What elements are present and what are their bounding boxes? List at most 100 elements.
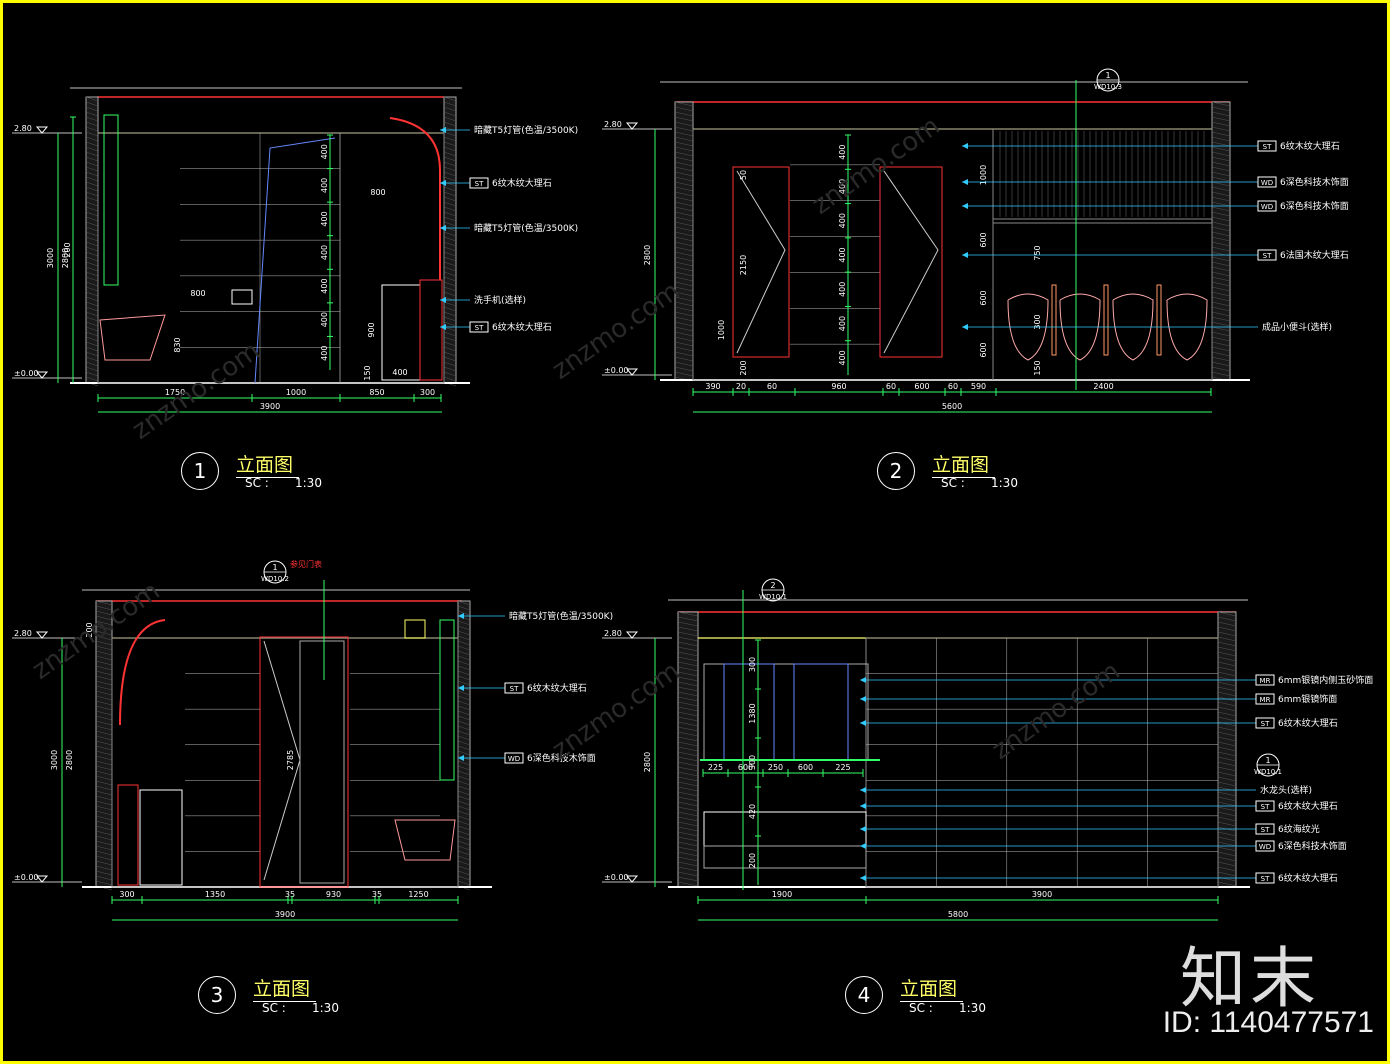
panel-3-callout-text: 暗藏T5灯管(色温/3500K) bbox=[509, 610, 613, 622]
panel-2-door-2 bbox=[879, 166, 943, 358]
panel-3-wall-right-hatch bbox=[457, 605, 471, 611]
panel-1-height-2800: 2800 bbox=[61, 248, 70, 268]
panel-2-upper-panel bbox=[992, 128, 1213, 220]
panel-1-wall-left-hatch bbox=[85, 196, 99, 202]
panel-1-wall-right-hatch bbox=[443, 251, 457, 257]
panel-1-wall-left-hatch bbox=[85, 136, 99, 142]
panel-2-wall-left-hatch bbox=[674, 351, 694, 357]
panel-3-wall-right-hatch bbox=[457, 695, 471, 701]
panel-4-wall-left-hatch bbox=[677, 796, 699, 802]
panel-2-dim-50: 50 bbox=[739, 170, 748, 180]
panel-2-wall-left-hatch bbox=[674, 191, 694, 197]
panel-4-wall-right-hatch bbox=[1217, 731, 1237, 737]
panel-1-wall-right-hatch bbox=[443, 291, 457, 297]
panel-4-wall-left-hatch bbox=[677, 636, 699, 642]
panel-3-callout-tag: ST bbox=[510, 685, 519, 693]
panel-1-wall-right-hatch bbox=[443, 351, 457, 357]
panel-1-wall-left-hatch bbox=[85, 371, 99, 377]
panel-4-wall-right-hatch bbox=[1217, 811, 1237, 817]
panel-3-wall-right-hatch bbox=[457, 660, 471, 666]
panel-4-level-top-text: 2.80 bbox=[604, 629, 622, 638]
panel-2-wall-right-hatch bbox=[1211, 156, 1231, 162]
panel-2-scale-prefix: SC : bbox=[941, 476, 965, 490]
panel-3-number: 3 bbox=[198, 976, 236, 1014]
panel-1-scale-prefix: SC : bbox=[245, 476, 269, 490]
panel-4-wall-left-hatch bbox=[677, 801, 699, 807]
panel-1-wall-right-hatch bbox=[443, 286, 457, 292]
panel-2-dim-wall-label: 400 bbox=[838, 145, 847, 160]
panel-2-wall-right-hatch bbox=[1211, 136, 1231, 142]
panel-1-wall-right-hatch bbox=[443, 276, 457, 282]
panel-4-wall-right-hatch bbox=[1217, 681, 1237, 687]
panel-4-wall-right-hatch bbox=[1217, 861, 1237, 867]
panel-3-wall-left-hatch bbox=[95, 770, 113, 776]
panel-1-wall-right-hatch bbox=[443, 311, 457, 317]
panel-3-wall-right-hatch bbox=[457, 700, 471, 706]
panel-2-wall-left-hatch bbox=[674, 356, 694, 362]
panel-1-dim-900: 900 bbox=[367, 322, 376, 337]
panel-3-wall-right-hatch bbox=[457, 720, 471, 726]
panel-1-wall-left-hatch bbox=[85, 106, 99, 112]
panel-1-wall-right-hatch bbox=[443, 241, 457, 247]
panel-2-dim-wall-label: 400 bbox=[838, 316, 847, 331]
panel-2-wall-left-hatch bbox=[674, 366, 694, 372]
panel-3-wall-right-hatch bbox=[457, 645, 471, 651]
panel-3-wall-left-hatch bbox=[95, 625, 113, 631]
panel-3-wall-left-hatch bbox=[95, 650, 113, 656]
panel-3-wall-right-hatch bbox=[457, 845, 471, 851]
panel-2-dim-wall-label: 400 bbox=[838, 213, 847, 228]
panel-1-wall-right-hatch bbox=[443, 206, 457, 212]
panel-4-callout-tag: MR bbox=[1260, 677, 1271, 685]
panel-4-wall-right-hatch bbox=[1217, 871, 1237, 877]
panel-1-wall-left-hatch bbox=[85, 296, 99, 302]
panel-3-wall-left-hatch bbox=[95, 690, 113, 696]
panel-3-light-cove bbox=[119, 619, 166, 726]
panel-3-wall-left-hatch bbox=[95, 680, 113, 686]
panel-2-wall-left-hatch bbox=[674, 196, 694, 202]
panel-2-wall-right-hatch bbox=[1211, 206, 1231, 212]
panel-3-cabinet bbox=[117, 784, 139, 886]
panel-4-wall-left-hatch bbox=[677, 616, 699, 622]
panel-3-basin bbox=[394, 819, 456, 861]
panel-2-wall-left-hatch bbox=[674, 231, 694, 237]
panel-3-wall-left-hatch bbox=[95, 880, 113, 886]
panel-1-callout-text: 暗藏T5灯管(色温/3500K) bbox=[474, 124, 578, 136]
panel-3-wall-left-hatch bbox=[95, 740, 113, 746]
panel-1-wall-left-hatch bbox=[85, 116, 99, 122]
panel-4-wall-right-hatch bbox=[1217, 801, 1237, 807]
panel-4-dim-inner-label: 250 bbox=[768, 763, 783, 772]
panel-2-wall-right-hatch bbox=[1211, 306, 1231, 312]
panel-4-wall-right-hatch bbox=[1217, 851, 1237, 857]
panel-4-wall-right-hatch bbox=[1217, 726, 1237, 732]
panel-2-wall-left-hatch bbox=[674, 141, 694, 147]
panel-2-wall-right-hatch bbox=[1211, 256, 1231, 262]
panel-1-wall-left-hatch bbox=[85, 211, 99, 217]
panel-4-wall-left-hatch bbox=[677, 641, 699, 647]
panel-4-wall-left-hatch bbox=[677, 881, 699, 887]
panel-3-wall-left-hatch bbox=[95, 655, 113, 661]
panel-1-dim-800a: 800 bbox=[190, 289, 205, 298]
panel-3-wall-right-hatch bbox=[457, 690, 471, 696]
panel-1-level-zero-triangle bbox=[35, 371, 49, 379]
panel-1-dim-wall-label: 400 bbox=[320, 278, 329, 293]
panel-3-wall-right-hatch bbox=[457, 850, 471, 856]
panel-3-wall-right-hatch bbox=[457, 825, 471, 831]
panel-2-wall-left-hatch bbox=[674, 171, 694, 177]
panel-2-wall-left-hatch bbox=[674, 371, 694, 377]
panel-1-wall-right-hatch bbox=[443, 316, 457, 322]
panel-4-wall-left-hatch bbox=[677, 631, 699, 637]
panel-2-callout-text: 6深色科技木饰面 bbox=[1280, 200, 1349, 212]
panel-3-wall-right-hatch bbox=[457, 820, 471, 826]
panel-3-wall-right-hatch bbox=[457, 830, 471, 836]
panel-2-wall-left-hatch bbox=[674, 111, 694, 117]
panel-3-wall-right-hatch bbox=[457, 810, 471, 816]
panel-3-wall-left-hatch bbox=[95, 780, 113, 786]
panel-4-wall-right-hatch bbox=[1217, 636, 1237, 642]
panel-3-wall-left-hatch bbox=[95, 600, 113, 606]
panel-4-wall-left-hatch bbox=[677, 646, 699, 652]
panel-3-wall-right-hatch bbox=[457, 665, 471, 671]
panel-4-wall-left-hatch bbox=[677, 611, 699, 617]
panel-4-wall-left-hatch bbox=[677, 856, 699, 862]
panel-1-callout-arrow bbox=[440, 225, 446, 231]
panel-2-wall-right-hatch bbox=[1211, 336, 1231, 342]
